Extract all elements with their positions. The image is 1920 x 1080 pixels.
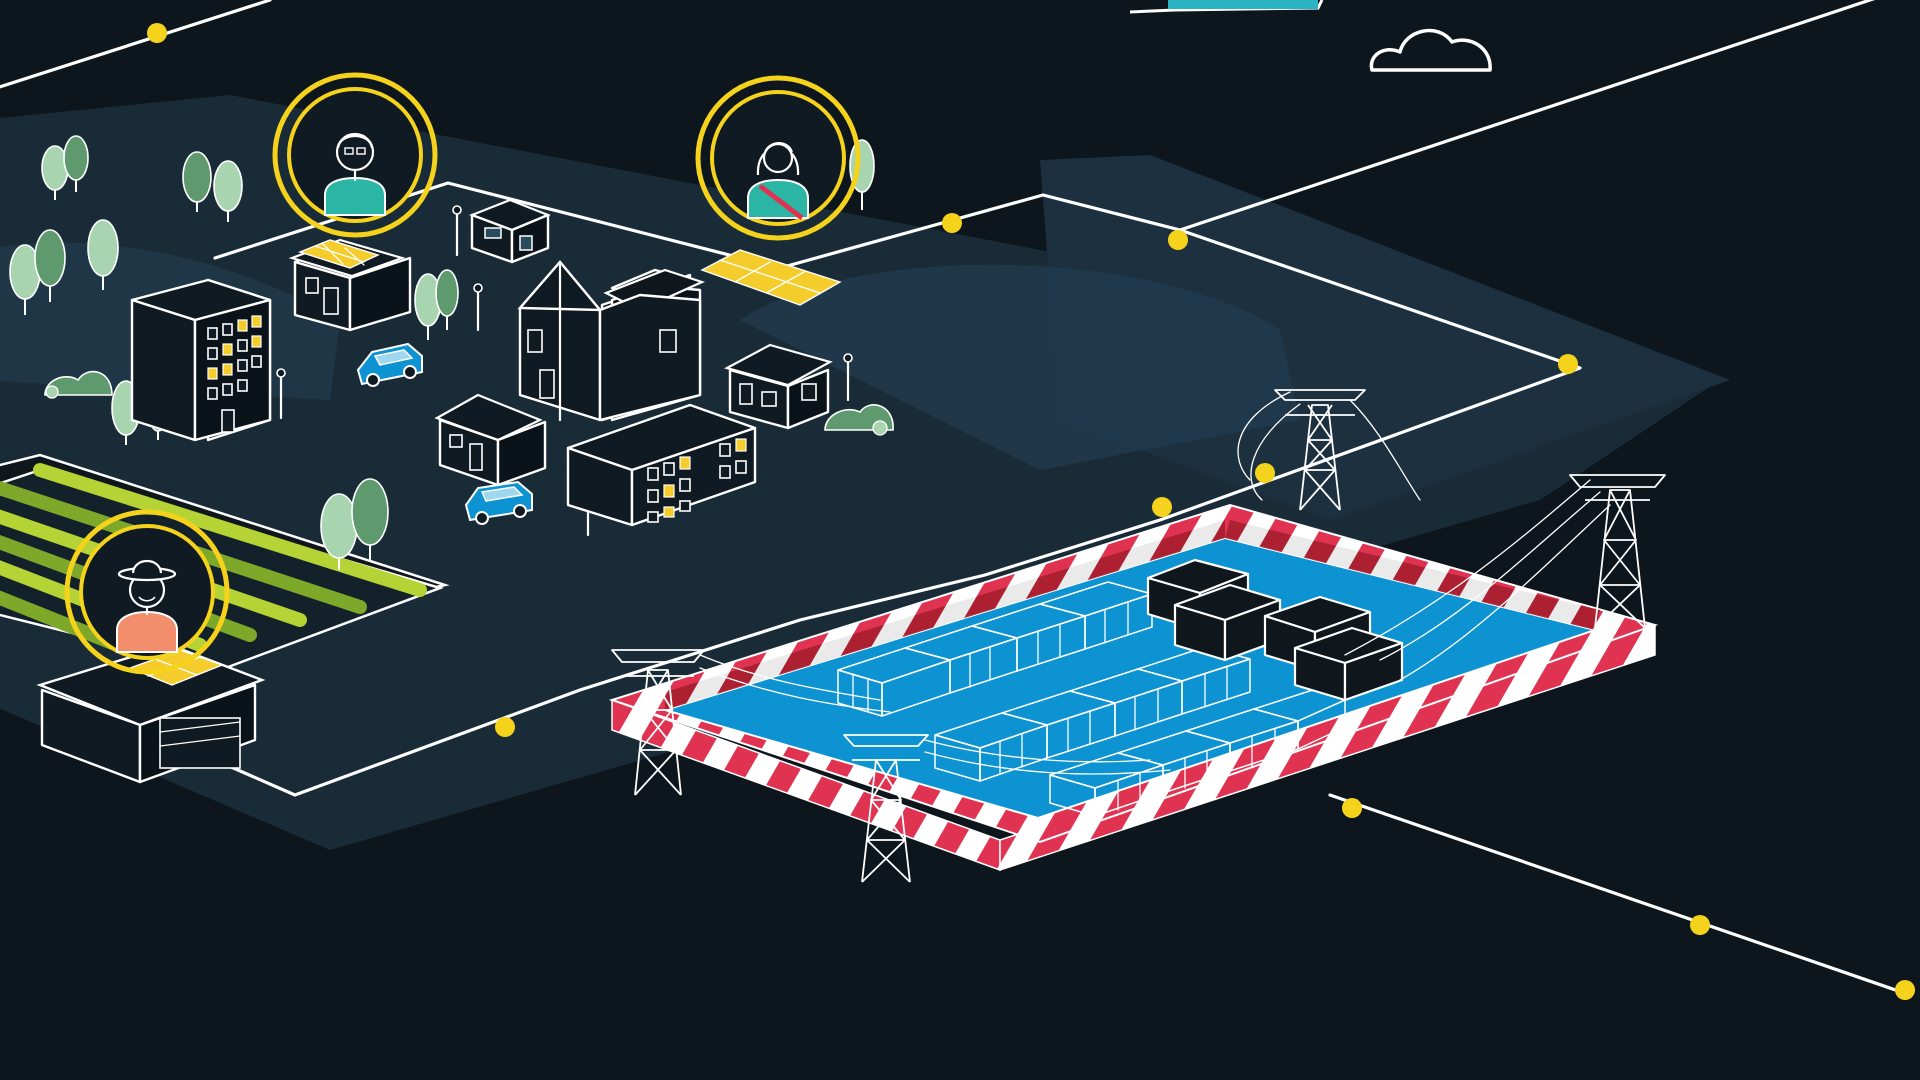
power-line-top-left [0, 0, 272, 89]
grid-node [942, 213, 962, 233]
tree [87, 219, 119, 290]
power-line-village-loop [213, 181, 1582, 797]
resident-woman-highlight [695, 75, 861, 241]
substation-inner-wall [665, 520, 1225, 710]
power-line-substation-out [1328, 793, 1912, 997]
grid-node [1558, 354, 1578, 374]
crop-row [33, 463, 427, 597]
substation-inner-wall-right [1225, 520, 1600, 630]
apartment-building [566, 403, 757, 527]
bush [44, 370, 113, 396]
grid-node [1255, 463, 1275, 483]
street-lamp [473, 283, 483, 332]
street-lamp [843, 353, 853, 402]
house-resident-woman [700, 249, 842, 306]
tree [435, 269, 459, 330]
battery-cabinets [837, 581, 1346, 817]
house-small-top [468, 198, 551, 264]
tree [34, 229, 66, 302]
transmission-tower-icon [843, 734, 929, 883]
tree [849, 139, 875, 210]
bushes [44, 370, 894, 436]
power-lines [0, 0, 1912, 997]
grid-node [1342, 798, 1362, 818]
street-lamp [452, 205, 462, 257]
ground-shading [740, 264, 1300, 470]
solar-panel-icon [700, 249, 842, 306]
transformer-unit [1293, 626, 1404, 702]
tree [182, 151, 212, 212]
resident-man-highlight [272, 72, 438, 238]
tower-cables [699, 391, 1611, 775]
office-windows [207, 315, 262, 433]
office-building [130, 278, 272, 442]
tree [414, 273, 442, 340]
battery-substation [608, 503, 1659, 872]
grid-nodes [147, 23, 1915, 1000]
grid-node [495, 717, 515, 737]
grid-node [1168, 230, 1188, 250]
car-icon [356, 342, 423, 387]
cloud-icon [1369, 28, 1492, 72]
tree [9, 244, 41, 315]
distant-building [1129, 0, 1324, 14]
resident-woman-icon [747, 142, 809, 220]
farmer-highlight [64, 509, 230, 675]
power-line-top-right [1178, 0, 1876, 232]
farmhouse [36, 643, 266, 784]
transmission-tower-icon [1569, 474, 1666, 629]
tree [63, 135, 89, 192]
grid-node [147, 23, 167, 43]
street-lamp [276, 368, 286, 420]
car-icon [464, 480, 533, 525]
house-small-right [724, 343, 833, 430]
battery-cabinet-icon [1137, 646, 1251, 715]
transmission-tower-icon [611, 649, 705, 796]
house-resident-man [288, 238, 412, 332]
resident-man-icon [324, 132, 386, 216]
house-gabled [517, 260, 706, 422]
grid-node [1690, 915, 1710, 935]
tree [213, 160, 243, 222]
tree [351, 478, 389, 560]
house-small-center [434, 393, 547, 487]
solar-panel-icon [297, 239, 380, 269]
grid-node [1895, 980, 1915, 1000]
transformer-units [1146, 558, 1404, 702]
grid-node [1152, 497, 1172, 517]
farmer-icon [116, 559, 178, 653]
apartment-windows [647, 438, 747, 523]
